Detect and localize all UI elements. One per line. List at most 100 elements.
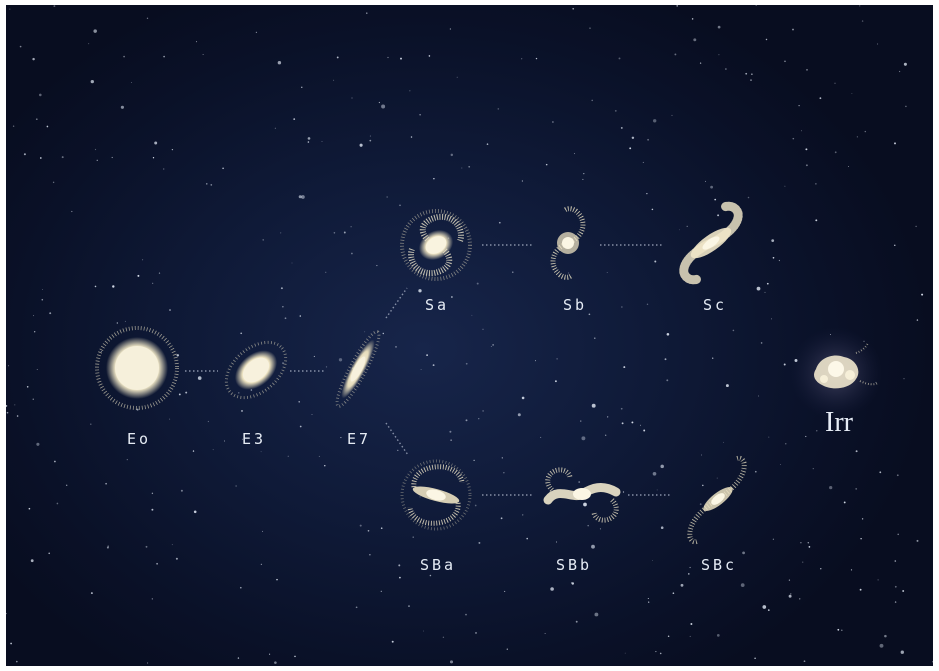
star	[778, 259, 781, 262]
star	[704, 180, 707, 182]
star	[583, 502, 587, 507]
star	[355, 606, 358, 609]
star	[812, 468, 814, 470]
star	[587, 524, 589, 527]
star	[855, 488, 858, 490]
star	[369, 135, 371, 137]
label-e0: Eo	[126, 430, 152, 448]
star	[751, 73, 753, 75]
star	[680, 583, 684, 587]
star	[269, 653, 271, 655]
star	[834, 82, 836, 84]
star	[762, 605, 767, 609]
star	[61, 156, 64, 159]
star	[307, 137, 311, 140]
star	[544, 633, 546, 635]
star	[23, 153, 26, 156]
star	[41, 298, 44, 301]
star	[572, 7, 575, 10]
star	[689, 566, 691, 569]
star	[864, 130, 867, 133]
star	[301, 86, 303, 89]
star	[512, 271, 514, 273]
star	[916, 319, 919, 321]
star	[768, 436, 770, 438]
star	[691, 18, 694, 20]
star	[819, 97, 822, 100]
star	[333, 79, 335, 81]
star	[171, 148, 174, 151]
star	[262, 530, 264, 532]
star	[180, 489, 183, 492]
star	[631, 136, 635, 140]
star	[450, 439, 452, 441]
star	[175, 557, 178, 560]
star	[276, 578, 278, 581]
star	[478, 418, 480, 420]
star	[754, 470, 757, 473]
star	[369, 139, 372, 142]
star	[646, 303, 649, 306]
star	[785, 443, 787, 445]
star	[647, 138, 649, 141]
star	[351, 252, 353, 255]
star	[788, 579, 791, 581]
star	[152, 157, 155, 159]
star	[718, 54, 720, 56]
star	[96, 159, 98, 161]
star	[897, 533, 899, 536]
star	[93, 29, 97, 33]
star	[594, 612, 599, 617]
star	[693, 38, 697, 42]
star	[301, 195, 305, 199]
star	[655, 651, 657, 653]
star	[8, 365, 9, 367]
star	[583, 172, 585, 175]
star	[725, 384, 729, 388]
star	[380, 527, 383, 530]
star	[151, 492, 154, 495]
star	[376, 265, 378, 267]
star	[238, 392, 240, 394]
star	[19, 45, 22, 48]
star	[408, 605, 410, 607]
star	[653, 119, 657, 123]
star	[299, 425, 302, 428]
star	[391, 640, 394, 643]
star	[6, 613, 7, 615]
star	[667, 635, 670, 638]
star	[105, 482, 107, 485]
star	[861, 20, 864, 22]
star	[94, 285, 97, 288]
star	[418, 289, 422, 293]
star	[898, 70, 901, 73]
star	[294, 655, 296, 658]
label-sbc: SBc	[700, 556, 738, 574]
star	[552, 121, 554, 123]
star	[501, 457, 503, 459]
star	[554, 380, 557, 383]
star	[196, 41, 198, 43]
star	[32, 398, 34, 400]
star	[163, 55, 165, 58]
star	[568, 272, 570, 274]
star	[816, 430, 818, 432]
star	[688, 573, 690, 575]
star	[932, 661, 933, 663]
star	[497, 108, 500, 110]
star	[16, 660, 18, 663]
star	[894, 142, 896, 145]
star	[783, 363, 786, 366]
star	[779, 464, 781, 466]
label-sb: Sb	[562, 296, 588, 314]
star	[284, 317, 287, 320]
star	[581, 436, 586, 441]
star	[30, 559, 34, 563]
star	[277, 60, 282, 65]
star	[395, 346, 397, 348]
star	[921, 293, 924, 296]
star	[850, 569, 853, 571]
star	[654, 260, 657, 263]
star	[426, 354, 428, 356]
galaxy-e0	[95, 326, 179, 410]
